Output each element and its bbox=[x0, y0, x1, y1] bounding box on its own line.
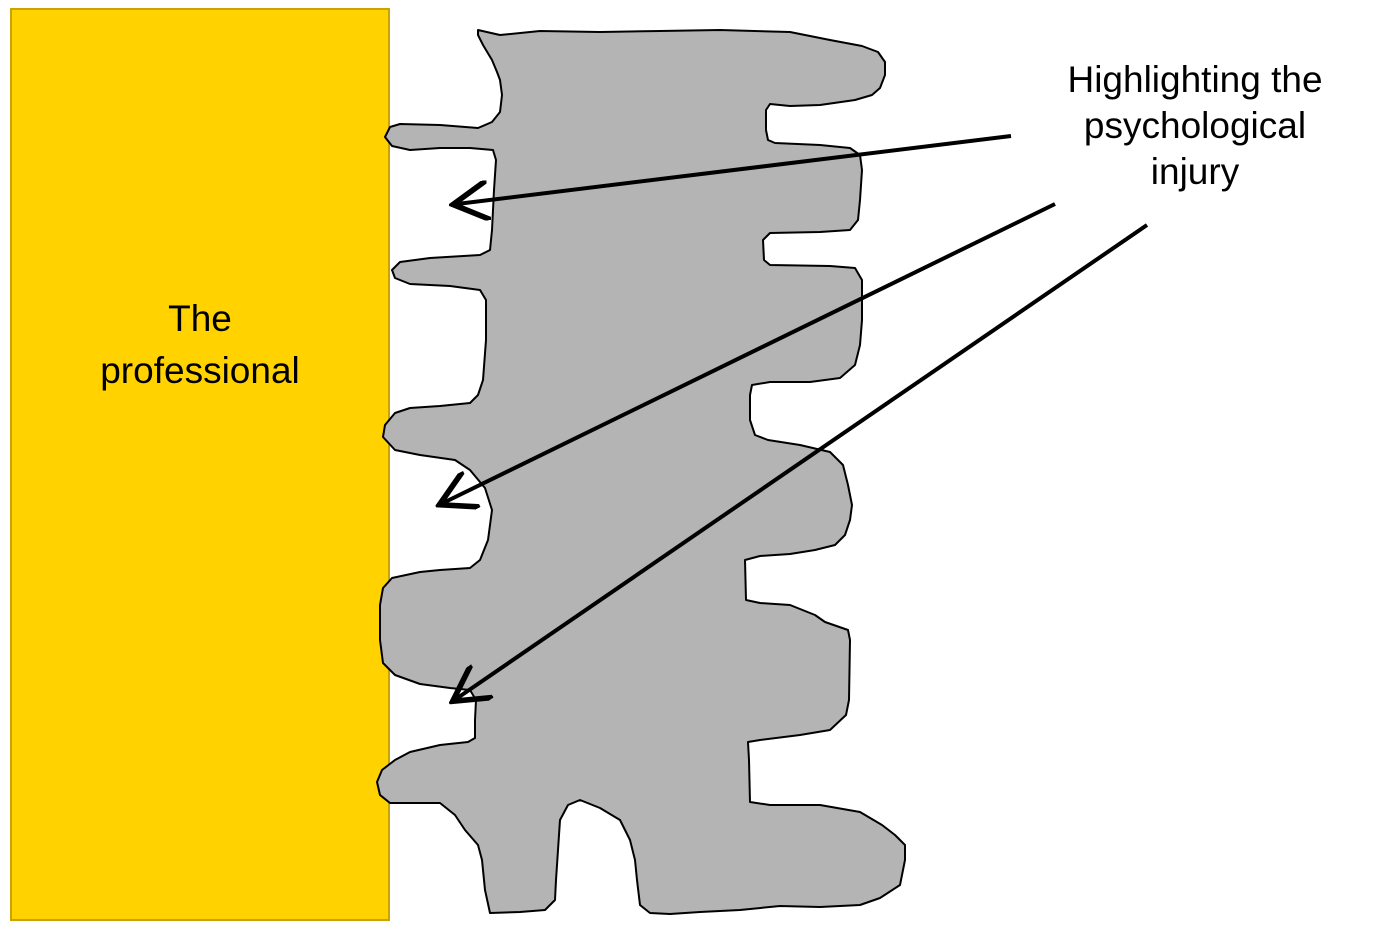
spine-shape bbox=[377, 30, 905, 914]
callout-label: Highlighting the psychological injury bbox=[1010, 57, 1380, 195]
